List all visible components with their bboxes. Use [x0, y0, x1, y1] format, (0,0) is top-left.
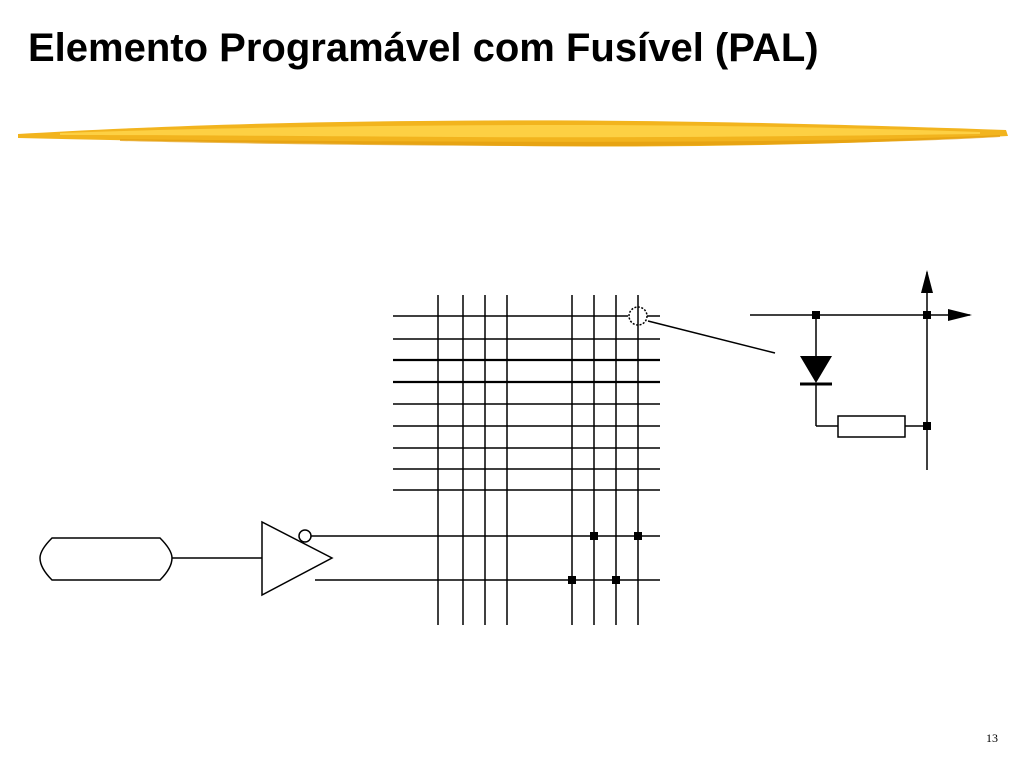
inverter-bubble: [298, 529, 312, 543]
junction-dot: [590, 532, 598, 540]
input-terminal: [39, 537, 173, 581]
magnify-pointer-line: [647, 320, 776, 354]
right-arrow-icon: [948, 309, 972, 321]
junction-dot: [612, 576, 620, 584]
pal-fuse-diagram: [39, 270, 972, 625]
page-number: 13: [986, 731, 998, 745]
junction-dot: [568, 576, 576, 584]
junction-dot: [634, 532, 642, 540]
slide-title: Elemento Programável com Fusível (PAL): [28, 26, 819, 70]
brush-highlight: [60, 125, 980, 138]
yellow-brush-divider: [18, 120, 1008, 147]
brush-shadow: [120, 135, 1000, 147]
horizontal-lines: [393, 315, 660, 491]
fuse-resistor: [837, 415, 906, 438]
buffer-inverter: [261, 520, 334, 597]
fuse-detail-circuit: [750, 270, 972, 470]
junction-dots: [568, 532, 642, 584]
diode-icon: [800, 356, 832, 383]
junction-dot: [923, 422, 931, 430]
vertical-lines: [437, 295, 639, 625]
up-arrow-icon: [921, 270, 933, 293]
junction-dot: [923, 311, 931, 319]
junction-dot: [812, 311, 820, 319]
